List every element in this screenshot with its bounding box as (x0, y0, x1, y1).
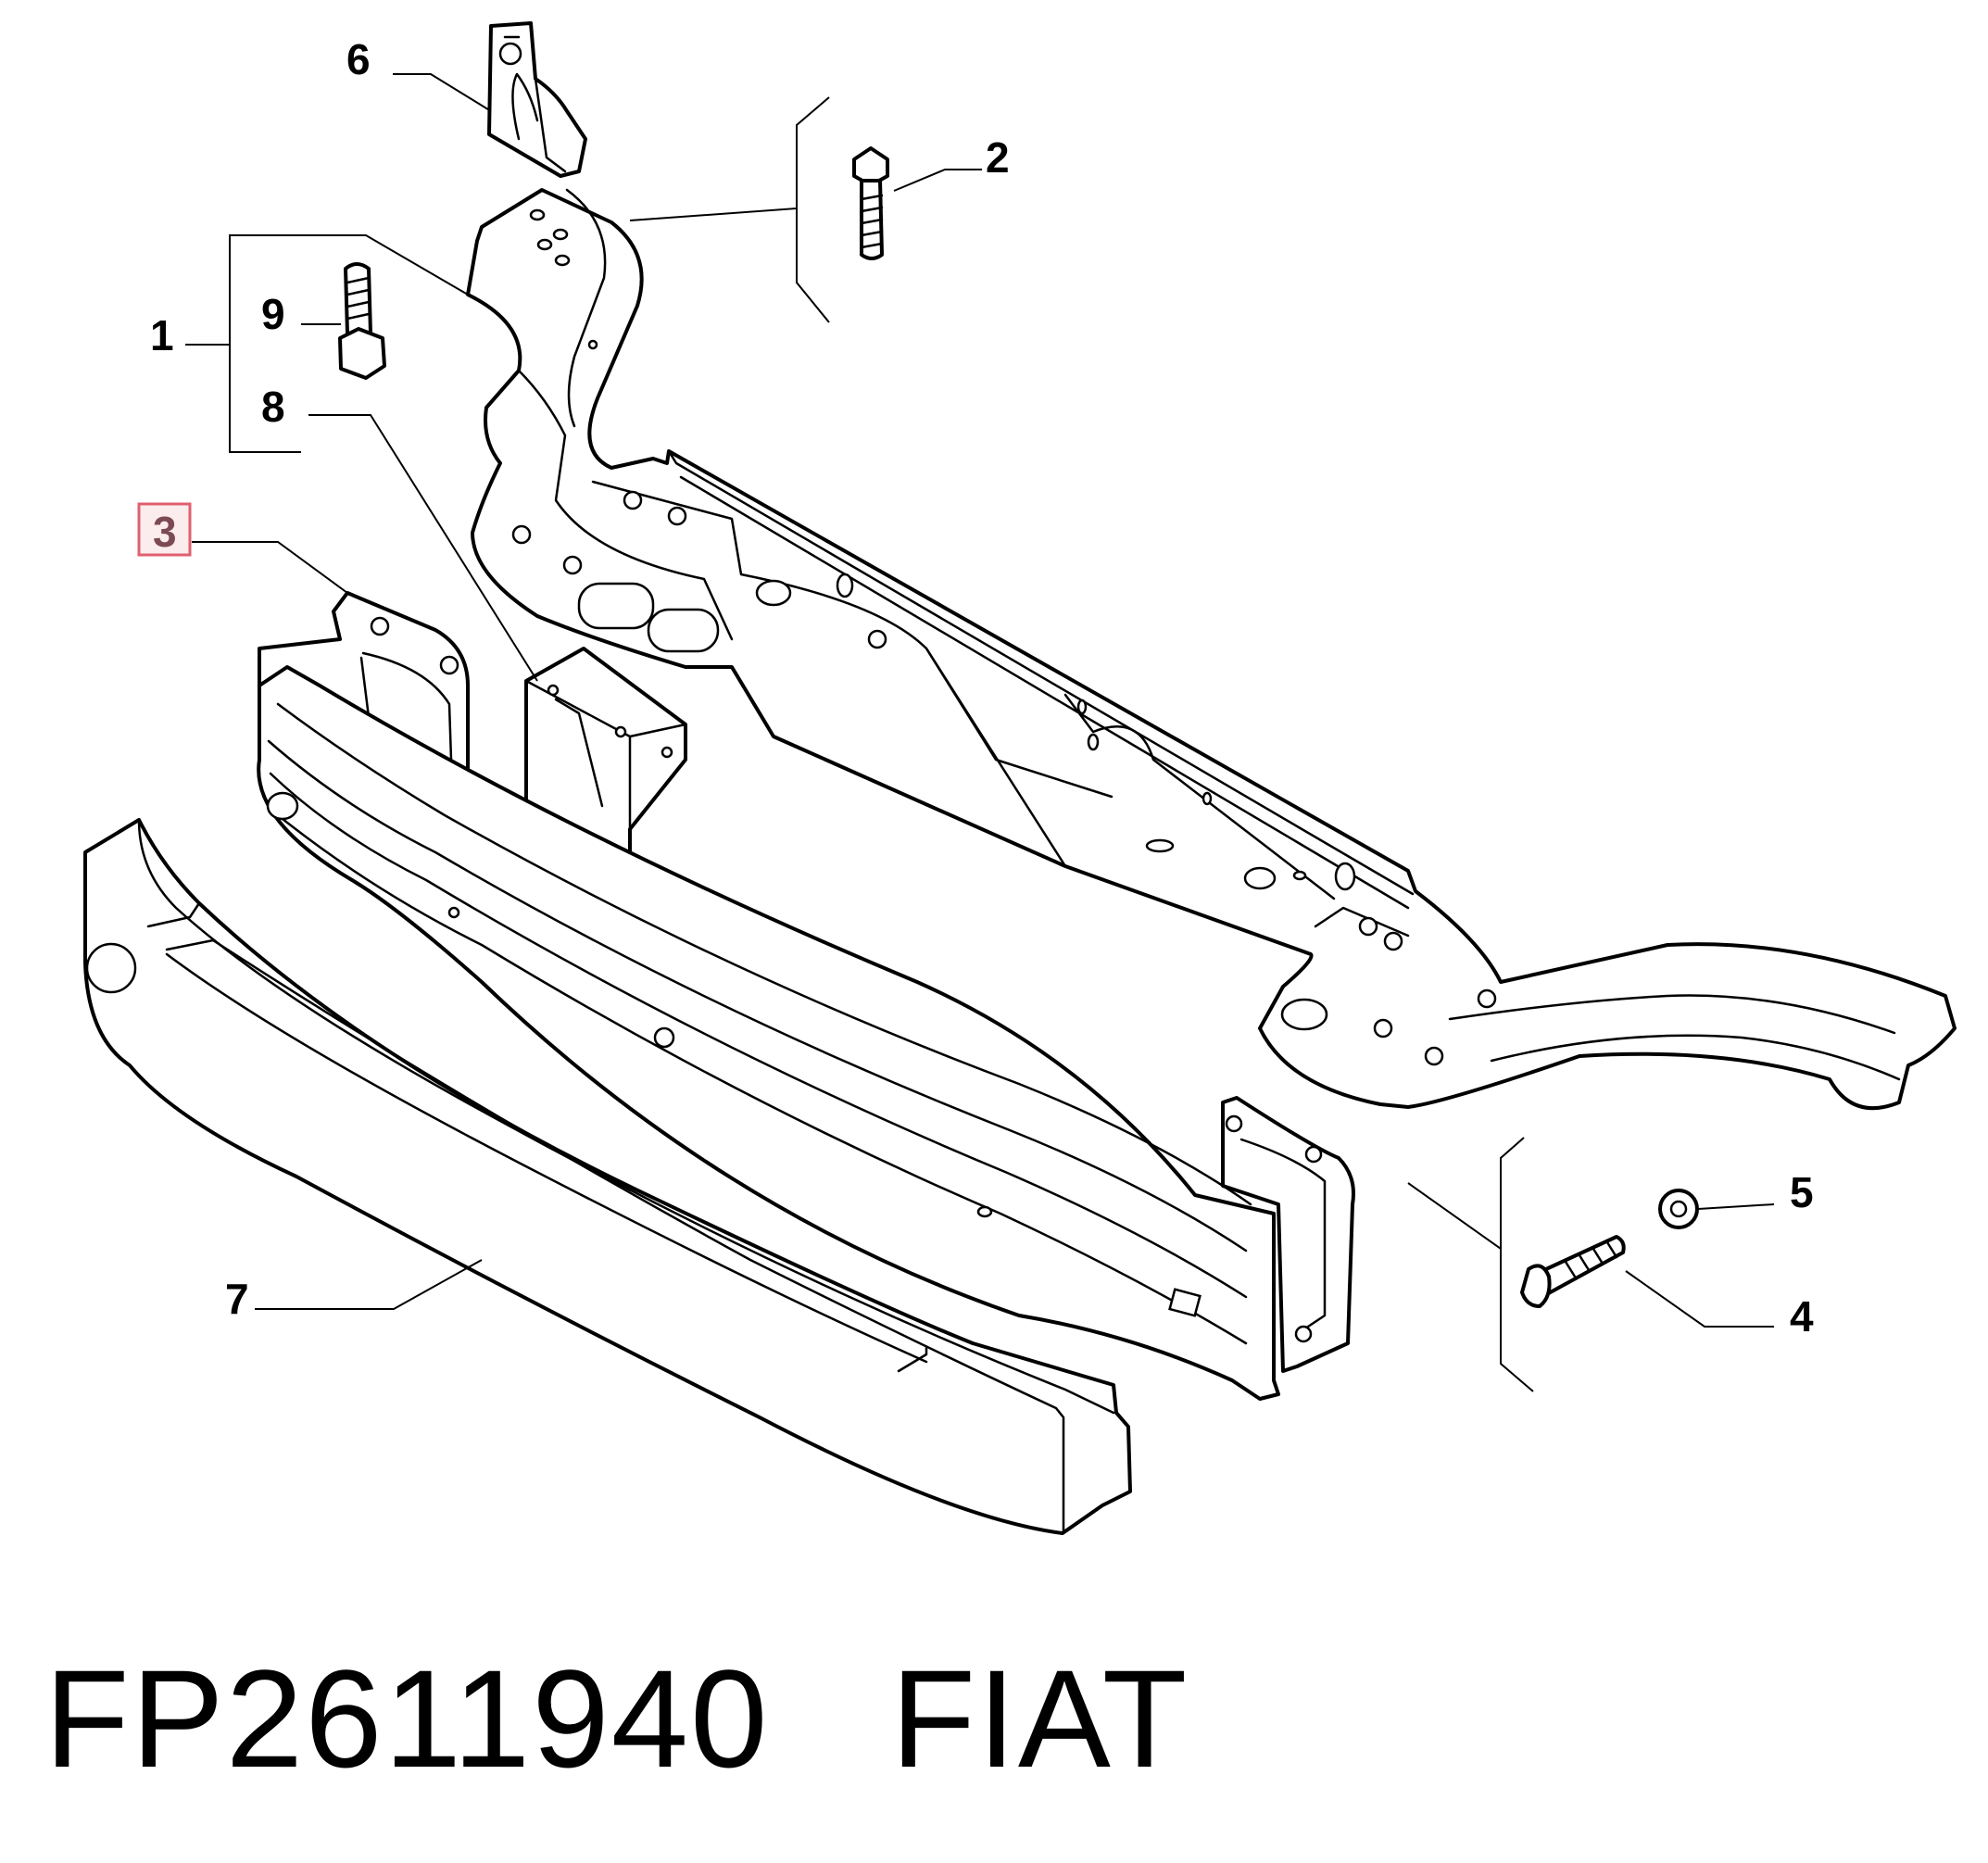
mounting-plate-right (1221, 1096, 1355, 1373)
callout-1[interactable]: 1 (150, 311, 174, 359)
part-number: FP2611940 (44, 1641, 770, 1796)
callout-3-highlight (137, 502, 192, 557)
bolt-part-2 (852, 146, 889, 260)
bracket-part-6 (487, 21, 587, 178)
bolt-part-9 (338, 262, 386, 380)
callout-8[interactable]: 8 (261, 383, 285, 431)
callout-2[interactable]: 2 (986, 133, 1010, 182)
callout-4[interactable]: 4 (1790, 1292, 1814, 1341)
callout-labels: 6 2 1 9 8 3 7 5 4 (137, 35, 1814, 1341)
bolt-part-4 (1520, 1235, 1626, 1308)
callout-5[interactable]: 5 (1790, 1168, 1814, 1216)
callout-6[interactable]: 6 (346, 35, 371, 83)
leader-lines (185, 73, 1775, 1392)
callout-9[interactable]: 9 (261, 290, 285, 338)
callout-7[interactable]: 7 (225, 1275, 249, 1323)
caption-spacer (770, 1641, 891, 1796)
upper-crossmember (466, 188, 1957, 1111)
callout-3[interactable]: 3 (153, 508, 177, 556)
washer-part-5 (1658, 1189, 1699, 1229)
part-caption: FP2611940 FIAT (44, 1640, 1189, 1797)
absorber-part-7 (83, 818, 1132, 1535)
brand-name: FIAT (890, 1641, 1189, 1796)
bumper-reinforcement-beam (257, 665, 1280, 1401)
